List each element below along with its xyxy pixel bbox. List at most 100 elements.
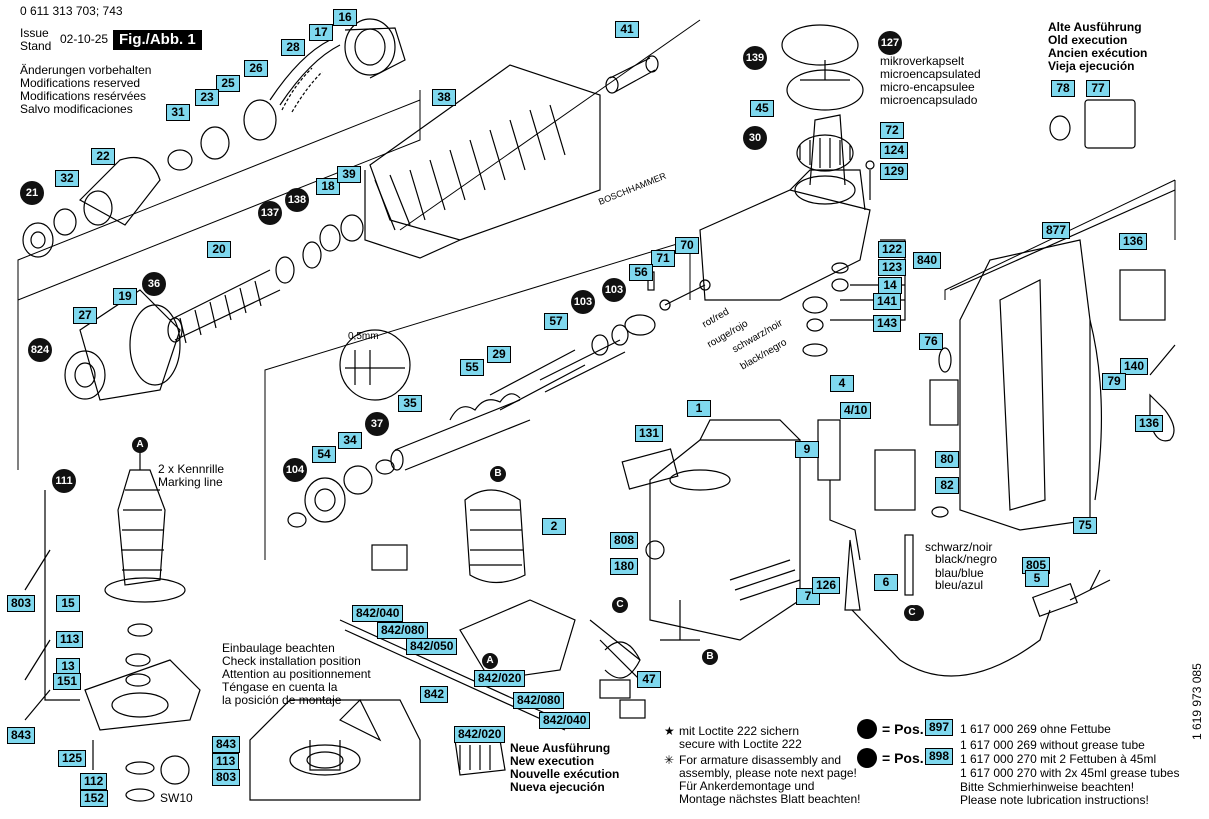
circled-part-number: 36 [142,272,166,296]
new-version-de: Neue Ausführung [510,741,611,755]
part-number-label: 803 [7,595,36,612]
pos-897-dot [857,719,877,739]
pos-898-number: 898 [925,748,954,765]
circled-part-number: 30 [743,126,767,150]
part-number-label: 842 [420,686,449,703]
part-number-label: 122 [878,241,907,258]
star-symbol: ★ [664,724,675,738]
part-number-label: 123 [878,259,907,276]
part-number-label: 180 [610,558,639,575]
part-number-label: 28 [281,39,305,56]
part-number-label: 4/10 [840,402,872,419]
armature-1: For armature disassembly and [679,753,842,767]
part-number-label: 18 [316,178,340,195]
part-number-label: 842/040 [539,712,591,729]
circled-part-number: 103 [571,290,595,314]
circled-part-number: 137 [258,201,282,225]
part-number-label: 16 [333,9,357,26]
modifications-fr: Modifications resérvées [20,89,147,103]
part-number-label: 131 [635,425,664,442]
armature-3: Für Ankerdemontage und [679,779,815,793]
install-note-de: Einbaulage beachten [222,641,335,655]
part-number-label: 129 [880,163,909,180]
part-number-label: 27 [73,307,97,324]
loctite-en: secure with Loctite 222 [679,737,802,751]
circled-part-number: 139 [743,46,767,70]
install-note-en: Check installation position [222,654,361,668]
loctite-de: mit Loctite 222 sichern [679,724,800,738]
part-number-label: 6 [874,574,898,591]
brand-text: BOSCHHAMMER [597,170,668,206]
part-number-label: 112 [80,773,108,790]
micro-en: microencapsulated [880,67,981,81]
issue-label: Issue [20,26,49,40]
part-number-label: 32 [55,170,79,187]
part-number-label: 14 [878,277,902,294]
circled-part-number: 37 [365,412,389,436]
wire2-black-es: black/negro [935,552,998,566]
grease-5: Bitte Schmierhinweise beachten! [960,780,1135,794]
circled-part-number: 104 [283,458,307,482]
part-number-label: 55 [460,359,484,376]
part-number-label: 41 [615,21,639,38]
install-note-es1: Téngase en cuenta la [222,680,338,694]
part-number-label: 56 [629,264,653,281]
modifications-en: Modifications reserved [20,76,141,90]
part-number-label: 82 [935,477,959,494]
micro-de: mikroverkapselt [880,54,965,68]
armature-2: assembly, please note next page! [679,766,857,780]
part-number-label: 2 [542,518,566,535]
part-number-label: 20 [207,241,231,258]
old-version-es: Vieja ejecución [1048,59,1135,73]
circled-part-number: 127 [878,31,902,55]
part-number-label: 26 [244,60,268,77]
new-version-fr: Nouvelle exécution [510,767,620,781]
part-number-label: 842/040 [352,605,404,622]
pos-898-label: = Pos. [882,750,924,766]
install-note-es2: la posición de montaje [222,693,342,707]
new-version-es: Nueva ejecución [510,780,605,794]
asterisk-symbol: ✳ [664,753,675,767]
part-number-label: 57 [544,313,568,330]
part-number-label: 17 [309,24,333,41]
part-number-label: 78 [1051,80,1075,97]
part-number-label: 77 [1086,80,1110,97]
part-number-label: 80 [935,451,959,468]
part-number-label: 808 [610,532,639,549]
part-number-label: 72 [880,122,904,139]
reference-marker: A [132,437,148,453]
part-number-label: 113 [56,631,84,648]
circled-part-number: 138 [285,188,309,212]
reference-marker: B [702,649,718,665]
install-note-fr: Attention au positionnement [222,667,371,681]
grease-6: Please note lubrication instructions! [960,793,1149,807]
part-number-label: 113 [212,753,240,770]
drawing-number: 1 619 973 085 [1190,663,1204,740]
part-number-label: 45 [750,100,774,117]
issue-date: 02-10-25 [60,32,109,46]
part-number-label: 5 [1025,570,1049,587]
marking-de: 2 x Kennrille [158,462,225,476]
modifications-es: Salvo modificaciones [20,102,133,116]
part-number-label: 140 [1120,358,1149,375]
figure-label: Fig./Abb. 1 [113,30,202,50]
part-number-label: 842/020 [454,726,506,743]
part-number-label: 151 [53,673,82,690]
sw-text: SW10 [160,791,193,805]
stand-label: Stand [20,39,52,53]
part-number-label: 877 [1042,222,1071,239]
reference-marker: B [490,466,506,482]
part-number-label: 76 [919,333,943,350]
grease-1: 1 617 000 269 ohne Fettube [960,722,1111,736]
part-number-label: 35 [398,395,422,412]
part-number-label: 70 [675,237,699,254]
modifications-de: Änderungen vorbehalten [20,63,152,77]
micro-fr: micro-encapsulee [880,80,975,94]
pos-897-label: = Pos. [882,721,924,737]
reference-marker: C [612,597,628,613]
grease-2: 1 617 000 269 without grease tube [960,738,1145,752]
part-number-label: 843 [212,736,241,753]
part-number-label: 54 [312,446,336,463]
